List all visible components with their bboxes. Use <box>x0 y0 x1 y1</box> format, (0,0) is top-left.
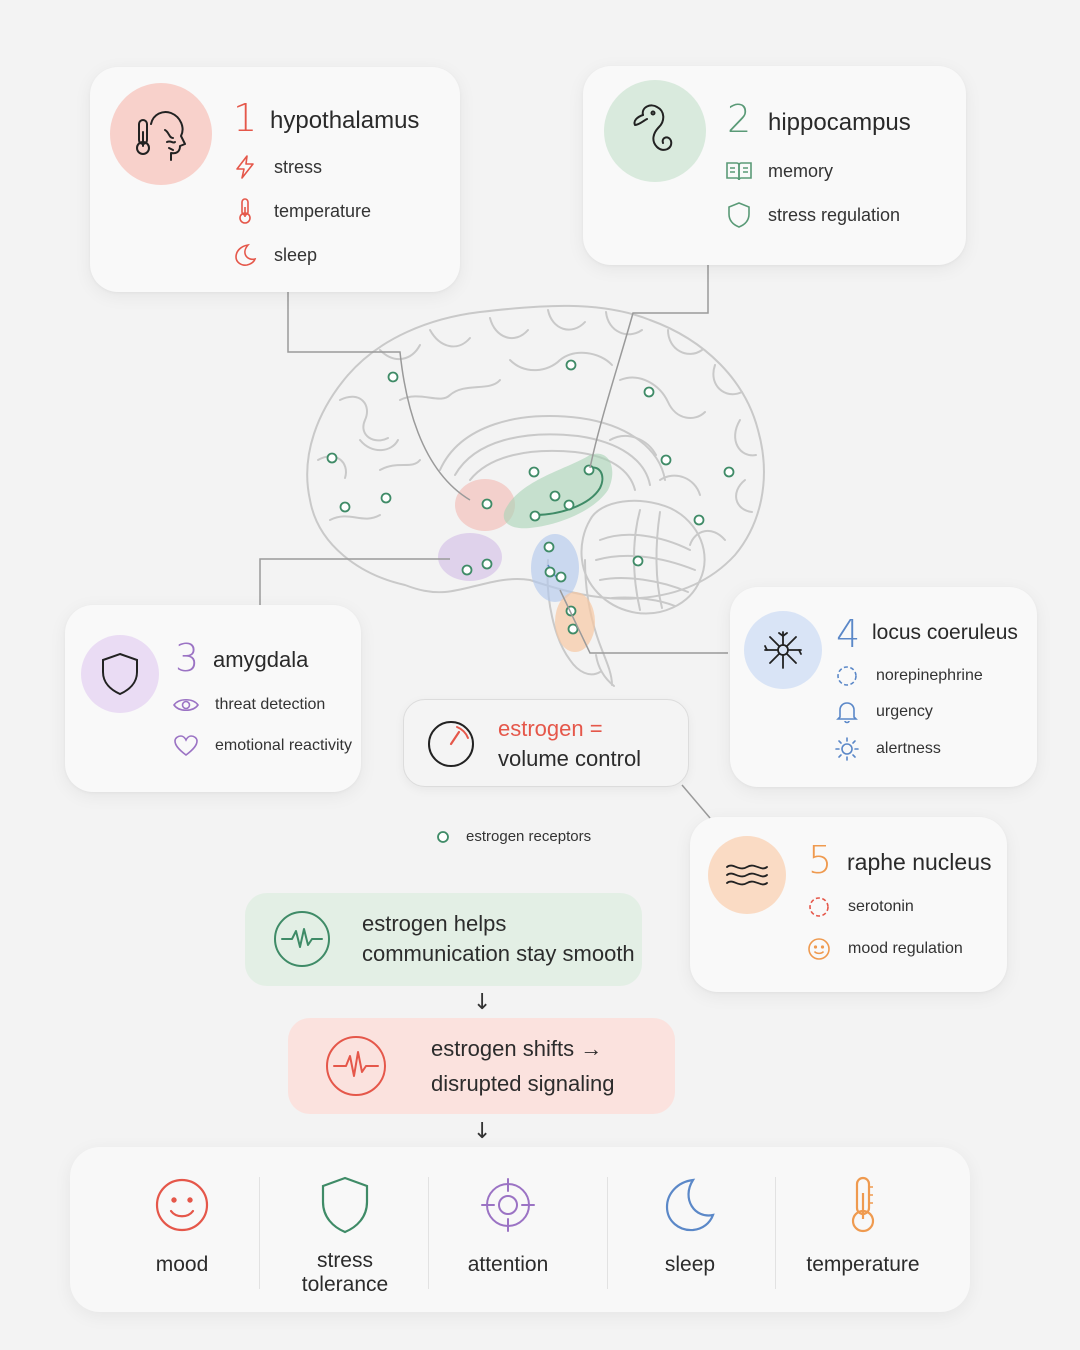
region-item: urgency <box>834 699 933 725</box>
flow-arrow: ↓ <box>473 1119 492 1144</box>
flow-2-line-2: disrupted signaling <box>431 1071 615 1096</box>
hypothalamus-card: 1 hypothalamus stress temperature sleep <box>90 67 460 292</box>
outcome-label: mood <box>155 1253 209 1276</box>
seahorse-icon <box>633 104 673 151</box>
flow-arrow: ↓ <box>473 990 492 1015</box>
region-item: serotonin <box>806 894 914 920</box>
outcome-label: stress tolerance <box>301 1249 389 1296</box>
divider <box>775 1177 776 1289</box>
region-number: 4 <box>836 612 861 656</box>
thermometer-icon <box>833 1175 893 1235</box>
moon-icon <box>232 242 258 268</box>
legend-label: estrogen receptors <box>466 828 592 845</box>
bell-icon <box>834 699 860 725</box>
hypothalamus-badge <box>110 83 212 185</box>
book-icon <box>726 158 752 184</box>
region-number: 1 <box>233 96 258 140</box>
receptor-legend: estrogen receptors <box>436 828 591 845</box>
thermometer-icon <box>232 198 258 224</box>
outcome-mood: mood <box>122 1147 242 1312</box>
amygdala-badge <box>81 635 159 713</box>
outcome-sleep: sleep <box>630 1147 750 1312</box>
locus-coeruleus-card: 4 locus coeruleus norepinephrine urgency… <box>730 587 1037 787</box>
outcome-label: attention <box>467 1253 549 1276</box>
shield-icon <box>102 652 138 696</box>
neuron-icon <box>764 631 802 669</box>
target-icon <box>478 1175 538 1235</box>
flow-1-line-2: communication stay smooth <box>362 941 635 966</box>
moon-icon <box>660 1175 720 1235</box>
heart-icon <box>173 733 199 759</box>
pulse-icon <box>326 1036 386 1096</box>
region-item: stress <box>232 154 322 180</box>
flow-step-smooth: estrogen helps communication stay smooth <box>245 893 642 986</box>
volume-control-box: estrogen = volume control <box>403 699 689 787</box>
hippocampus-badge <box>604 80 706 182</box>
dashed-circle-icon <box>806 894 832 920</box>
divider <box>607 1177 608 1289</box>
outcome-attention: attention <box>448 1147 568 1312</box>
head-thermometer-icon <box>136 111 186 161</box>
sun-icon <box>834 736 860 762</box>
region-item: temperature <box>232 198 371 224</box>
hippocampus-card: 2 hippocampus memory stress regulation <box>583 66 966 265</box>
flow-2-line-1: estrogen shifts → <box>431 1036 603 1061</box>
waves-icon <box>726 864 768 886</box>
region-item: norepinephrine <box>834 663 983 689</box>
raphe-nucleus-badge <box>708 836 786 914</box>
smile-icon <box>806 936 832 962</box>
region-title: hypothalamus <box>270 107 420 134</box>
shield-icon <box>726 202 752 228</box>
region-title: locus coeruleus <box>872 621 1018 644</box>
outcome-stress-tolerance: stress tolerance <box>275 1147 415 1312</box>
outcome-label: temperature <box>806 1253 920 1276</box>
amygdala-card: 3 amygdala threat detection emotional re… <box>65 605 361 792</box>
pulse-icon <box>274 911 330 967</box>
region-number: 3 <box>175 636 200 680</box>
outcome-temperature: temperature <box>793 1147 933 1312</box>
volume-line-2: volume control <box>498 746 642 771</box>
region-title: raphe nucleus <box>847 849 992 875</box>
region-number: 5 <box>808 838 833 882</box>
divider <box>259 1177 260 1289</box>
locus-coeruleus-badge <box>744 611 822 689</box>
region-title: amygdala <box>213 647 309 672</box>
dial-icon <box>428 721 474 767</box>
region-item: mood regulation <box>806 936 963 962</box>
region-title: hippocampus <box>768 109 911 136</box>
eye-icon <box>173 692 199 718</box>
region-item: alertness <box>834 736 941 762</box>
flow-step-disrupted: estrogen shifts → disrupted signaling <box>288 1018 675 1114</box>
volume-line-1: estrogen = <box>498 716 603 741</box>
receptor-dot-icon <box>437 830 449 843</box>
region-number: 2 <box>727 97 752 141</box>
divider <box>428 1177 429 1289</box>
shield-icon <box>315 1175 375 1235</box>
region-item: threat detection <box>173 692 325 718</box>
region-item: sleep <box>232 242 317 268</box>
region-item: emotional reactivity <box>173 733 352 759</box>
smile-icon <box>152 1175 212 1235</box>
flow-1-line-1: estrogen helps <box>362 911 507 936</box>
region-item: stress regulation <box>726 202 900 228</box>
lightning-icon <box>232 154 258 180</box>
outcome-label: sleep <box>664 1253 716 1276</box>
raphe-nucleus-card: 5 raphe nucleus serotonin mood regulatio… <box>690 817 1007 992</box>
dashed-circle-icon <box>834 663 860 689</box>
region-item: memory <box>726 158 833 184</box>
outcomes-panel: mood stress tolerance attention sleep te… <box>70 1147 970 1312</box>
